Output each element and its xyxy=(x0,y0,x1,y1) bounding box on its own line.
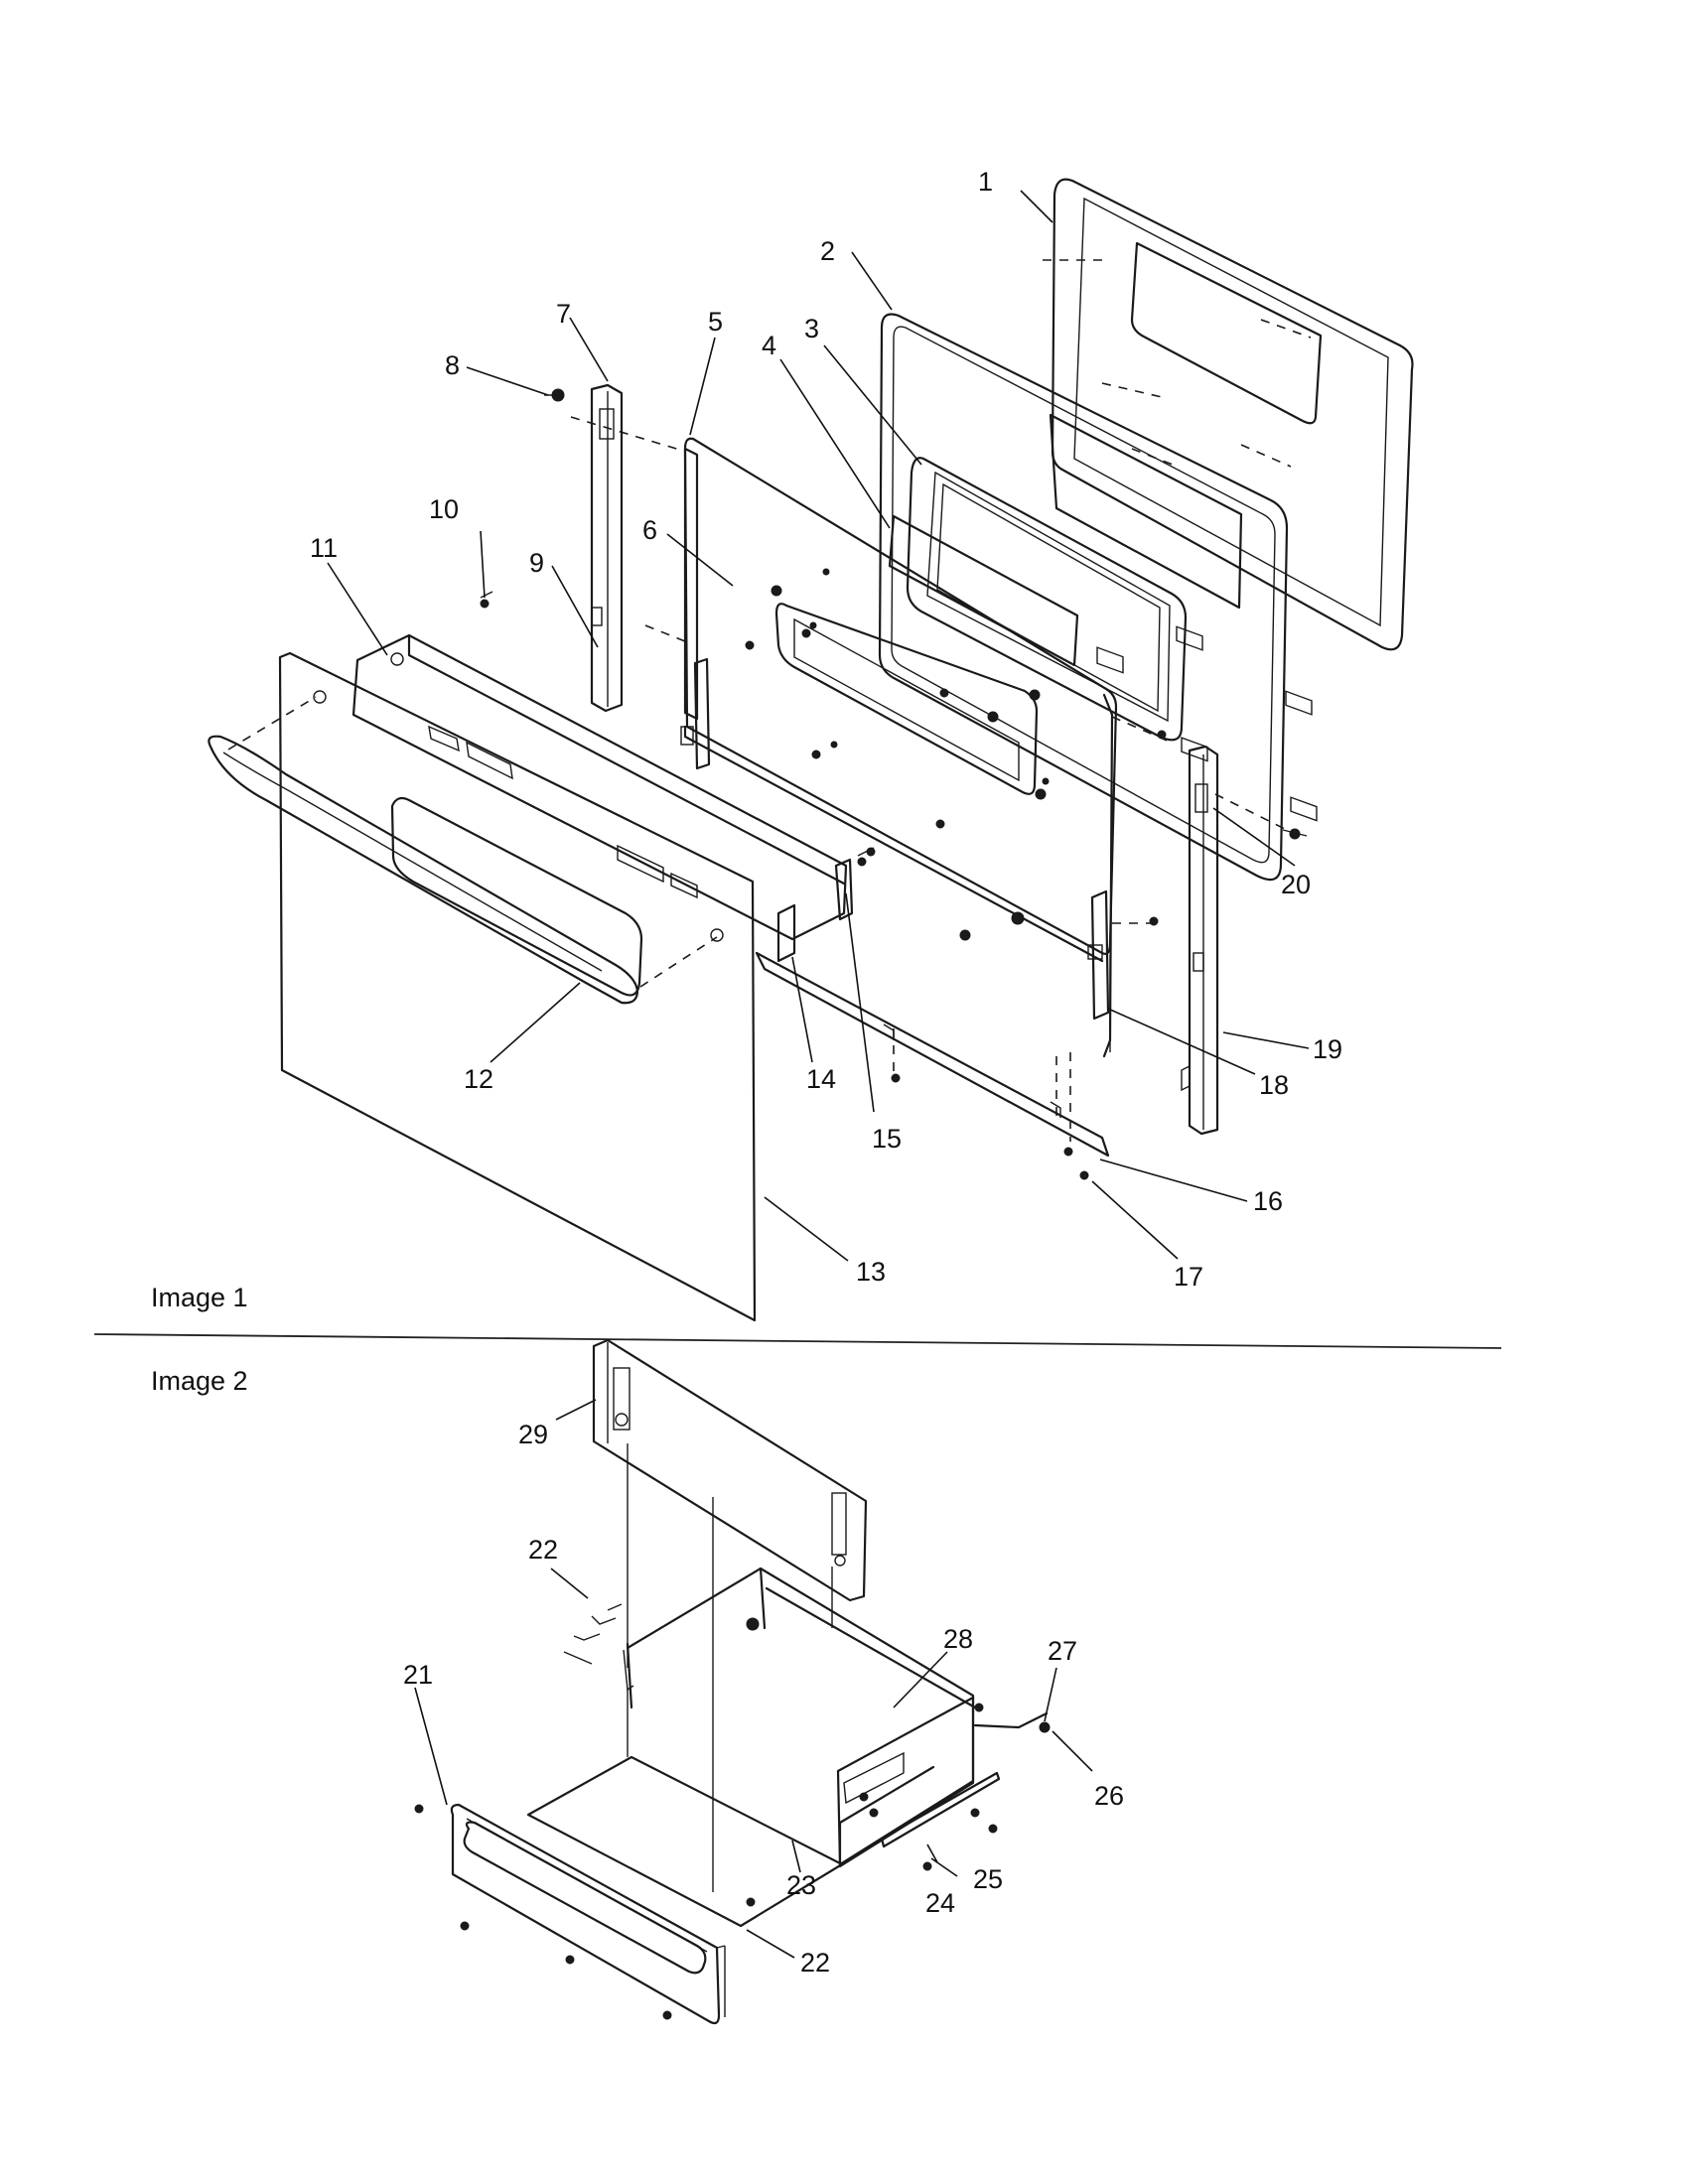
glass-panel xyxy=(888,514,1079,667)
drawer-guide-lines xyxy=(627,1443,833,1892)
callout-2: 2 xyxy=(820,236,835,266)
image2-screws xyxy=(414,1603,1051,2020)
callout-25: 25 xyxy=(973,1864,1003,1894)
drawer-right-side xyxy=(836,1696,1049,1866)
callout-4: 4 xyxy=(762,331,776,360)
callout-22-upper: 22 xyxy=(528,1535,558,1565)
outer-door-panel xyxy=(278,651,757,1322)
vent-channel xyxy=(351,591,848,941)
door-panel-screws xyxy=(745,568,1050,941)
callout-23: 23 xyxy=(786,1870,816,1900)
image-2-label: Image 2 xyxy=(151,1366,248,1396)
callout-11: 11 xyxy=(310,533,338,563)
leader-lines-image2 xyxy=(414,1399,1093,1959)
side-brackets xyxy=(776,847,876,963)
callout-6: 6 xyxy=(642,515,657,545)
drawer-side-box xyxy=(623,1567,977,1868)
callout-5: 5 xyxy=(708,307,723,337)
callout-24: 24 xyxy=(925,1888,955,1918)
callout-26: 26 xyxy=(1094,1781,1124,1811)
door-gasket xyxy=(878,313,1289,882)
callout-19: 19 xyxy=(1313,1034,1342,1064)
callouts-image1: 1 2 3 4 5 6 7 8 9 10 11 12 13 14 15 16 1… xyxy=(310,167,1342,1292)
image1-loose-screws xyxy=(891,730,1308,1180)
callout-15: 15 xyxy=(872,1124,902,1154)
leader-lines-image1 xyxy=(327,190,1310,1262)
callout-12: 12 xyxy=(464,1064,493,1094)
callout-22-lower: 22 xyxy=(800,1948,830,1978)
callout-13: 13 xyxy=(856,1257,886,1287)
callout-1: 1 xyxy=(978,167,993,197)
door-handle xyxy=(208,735,639,1005)
alignment-lines xyxy=(227,416,1292,1142)
image-1-label: Image 1 xyxy=(151,1283,248,1312)
left-hinge-channel xyxy=(544,383,624,713)
callouts-image2: 29 22 21 28 27 26 23 25 24 22 xyxy=(403,1420,1124,1978)
callout-10: 10 xyxy=(429,494,459,524)
left-door-support xyxy=(680,447,711,770)
drawer-front-panel xyxy=(450,1803,726,2025)
callout-17: 17 xyxy=(1174,1262,1203,1292)
callout-3: 3 xyxy=(804,314,819,343)
callout-18: 18 xyxy=(1259,1070,1289,1100)
drawer-back-panel xyxy=(592,1338,868,1602)
section-divider xyxy=(93,1333,1502,1349)
callout-16: 16 xyxy=(1253,1186,1283,1216)
bottom-trim-strip xyxy=(755,951,1110,1158)
callout-8: 8 xyxy=(445,350,460,380)
callout-27: 27 xyxy=(1048,1636,1077,1666)
inner-door-liner xyxy=(1043,178,1414,822)
callout-9: 9 xyxy=(529,548,544,578)
callout-29: 29 xyxy=(518,1420,548,1449)
callout-7: 7 xyxy=(556,299,571,329)
right-hinge-channel xyxy=(1087,745,1219,1136)
callout-14: 14 xyxy=(806,1064,836,1094)
callout-28: 28 xyxy=(943,1624,973,1654)
callout-20: 20 xyxy=(1281,870,1311,899)
door-panel xyxy=(683,437,1118,1058)
callout-21: 21 xyxy=(403,1660,433,1690)
